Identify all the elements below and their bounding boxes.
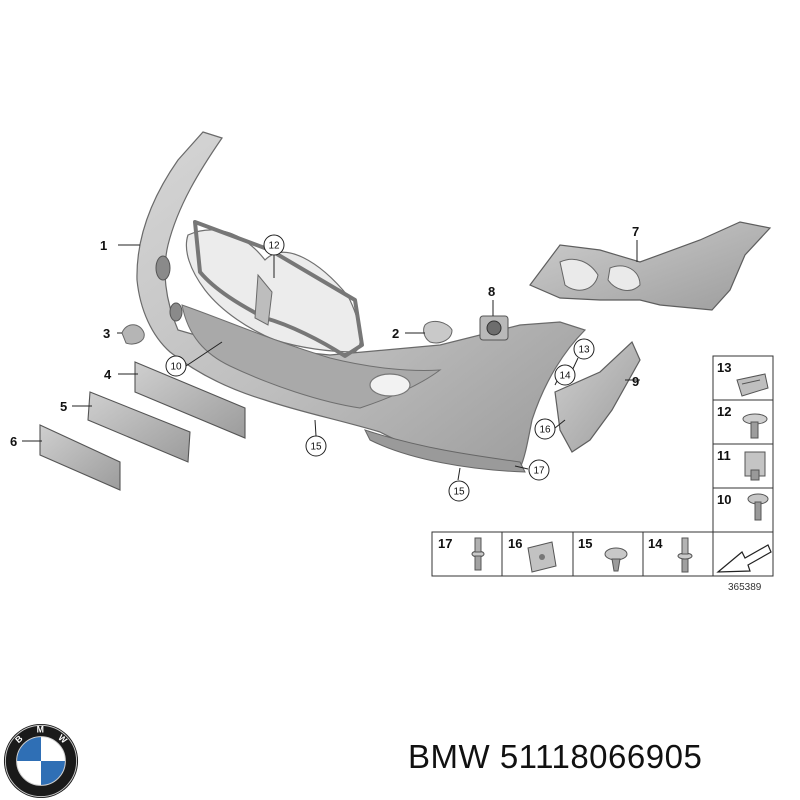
callout-4: 4 <box>104 367 112 382</box>
callout-14: 14 <box>559 371 571 382</box>
cover-cap-part-2 <box>423 320 453 344</box>
side-table-label-13: 13 <box>717 360 731 375</box>
callout-17: 17 <box>533 466 545 477</box>
callout-2: 2 <box>392 326 399 341</box>
svg-text:B: B <box>13 733 24 745</box>
nut-clip-icon <box>744 451 766 481</box>
bottom-fastener-table: 17 16 15 14 <box>431 531 774 577</box>
expanding-rivet-icon <box>677 537 693 573</box>
bottom-table-label-14: 14 <box>648 536 663 551</box>
sensor-holder-part-8 <box>479 315 509 341</box>
bottom-table-label-15: 15 <box>578 536 592 551</box>
spring-clip-icon <box>527 541 557 573</box>
callout-15-lower: 15 <box>453 487 465 498</box>
bracket-part-7 <box>529 221 772 311</box>
callout-13: 13 <box>578 345 590 356</box>
circled-callout-labels: 10 12 13 14 15 15 16 17 <box>170 241 590 498</box>
reference-number: 365389 <box>728 582 762 593</box>
screw-icon <box>742 413 768 439</box>
plate-holder-part-6 <box>39 424 121 491</box>
callout-5: 5 <box>60 399 67 414</box>
callout-3: 3 <box>103 326 110 341</box>
circled-callouts <box>165 234 595 502</box>
clip-icon <box>736 373 769 397</box>
plate-base-part-4 <box>134 361 246 439</box>
side-bracket-part-9 <box>554 340 641 453</box>
callout-12: 12 <box>268 241 280 252</box>
rivet-icon <box>471 537 485 571</box>
bmw-logo: B M W <box>3 723 79 799</box>
callout-7: 7 <box>632 224 639 239</box>
grille-frame-part <box>193 220 364 358</box>
callout-15-upper: 15 <box>310 442 322 453</box>
bottom-table-label-16: 16 <box>508 536 522 551</box>
side-fastener-table: 13 12 11 10 <box>712 355 774 533</box>
side-table-label-11: 11 <box>717 448 731 463</box>
self-tapping-screw-icon <box>747 493 769 521</box>
callout-6: 6 <box>10 434 17 449</box>
callout-1: 1 <box>100 238 107 253</box>
svg-text:M: M <box>37 725 44 735</box>
bumper-cover-part <box>121 131 587 473</box>
side-table-label-10: 10 <box>717 492 731 507</box>
callout-9: 9 <box>632 374 639 389</box>
plate-holder-part-5 <box>87 391 191 463</box>
push-nut-icon <box>604 547 628 572</box>
callout-labels: 1 2 3 4 5 6 7 8 9 <box>10 224 639 449</box>
leader-lines <box>22 240 640 481</box>
side-table-label-12: 12 <box>717 404 731 419</box>
callout-16: 16 <box>539 425 551 436</box>
callout-8: 8 <box>488 284 495 299</box>
callout-10: 10 <box>170 362 182 373</box>
part-caption: BMW 51118066905 <box>408 738 703 775</box>
direction-arrow-icon <box>716 544 772 573</box>
bottom-table-label-17: 17 <box>438 536 452 551</box>
